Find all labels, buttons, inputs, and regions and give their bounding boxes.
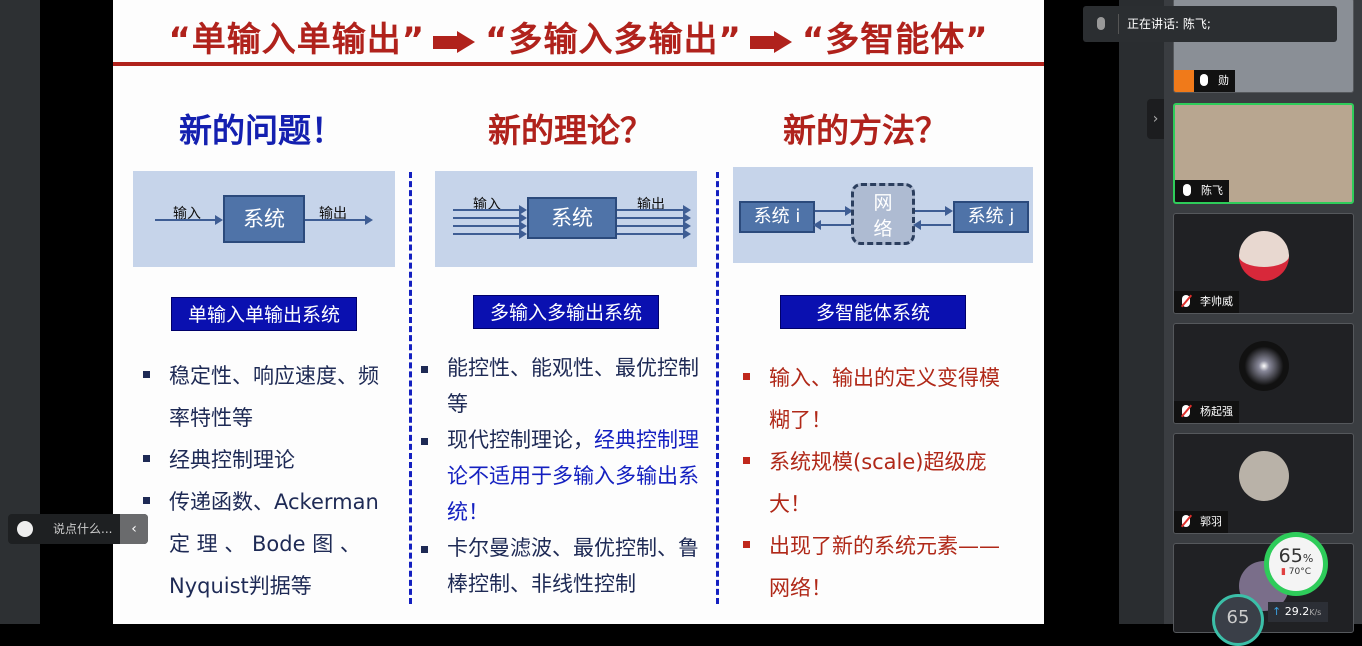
output-label: 输出 xyxy=(319,206,347,222)
system-label: 多智能体系统 xyxy=(780,295,966,329)
chat-input[interactable]: 说点什么... ‹ xyxy=(8,514,148,544)
name-text: 勋 xyxy=(1218,74,1229,87)
participant-tile[interactable]: 杨起强 xyxy=(1173,323,1354,424)
mic-icon xyxy=(1200,74,1208,86)
multi-agent-diagram: 系统 i 网 络 系统 j xyxy=(733,167,1033,263)
arrow-right-icon xyxy=(749,30,794,53)
bullet-item: 现代控制理论，经典控制理论不适用于多输入多输出系统！ xyxy=(419,422,709,530)
participant-name: 杨起强 xyxy=(1174,401,1239,423)
collapse-sidebar-button[interactable]: › xyxy=(1147,99,1164,139)
participant-name: 勋 xyxy=(1174,70,1235,92)
column-divider xyxy=(716,172,719,604)
avatar xyxy=(1239,231,1289,281)
arrow-in xyxy=(155,215,223,225)
cpu-mini-gauge[interactable]: 65 xyxy=(1212,594,1264,646)
title-part-2: “多输入多输出” xyxy=(485,20,742,60)
mic-muted-icon xyxy=(1182,515,1190,527)
heading-method: 新的方法？ xyxy=(783,111,948,150)
bullet-item: 能控性、能观性、最优控制等 xyxy=(419,350,709,422)
speed-value: 29.2 xyxy=(1284,605,1310,618)
emoji-icon[interactable] xyxy=(17,521,33,537)
cpu-unit: % xyxy=(1302,552,1314,565)
mic-muted-icon xyxy=(1182,295,1190,307)
participant-tile[interactable]: 李帅威 xyxy=(1173,213,1354,314)
siso-diagram: 输入 系统 输出 xyxy=(133,171,395,267)
participant-name: 李帅威 xyxy=(1174,291,1239,313)
input-label: 输入 xyxy=(173,206,201,222)
chat-placeholder: 说点什么... xyxy=(53,522,113,536)
name-text: 郭羽 xyxy=(1200,515,1222,528)
name-text: 李帅威 xyxy=(1200,295,1233,308)
bullet-list: 稳定性、响应速度、频率特性等 经典控制理论 传递函数、Ackerman 定 理 … xyxy=(141,355,391,607)
participant-sidebar: 勋 陈飞 李帅威 杨起强 郭羽 xyxy=(1164,0,1362,633)
separator xyxy=(1118,14,1119,34)
upload-icon: ↑ xyxy=(1272,605,1282,618)
mic-muted-icon xyxy=(1182,405,1190,417)
slide-title: “单输入单输出” “多输入多输出” “多智能体” xyxy=(113,12,1044,61)
system-i-box: 系统 i xyxy=(739,201,815,233)
column-divider xyxy=(409,172,412,604)
output-label: 输出 xyxy=(637,197,665,213)
title-part-3: “多智能体” xyxy=(801,20,989,60)
cpu-gauge[interactable]: 65% ▮ 70°C xyxy=(1264,532,1328,596)
system-box: 系统 xyxy=(223,195,305,243)
arrow-out xyxy=(305,215,373,225)
title-divider xyxy=(113,62,1044,66)
bullet-item: 系统规模(scale)超级庞大！ xyxy=(741,441,1011,525)
network-label: 网 xyxy=(873,192,893,214)
network-speed: ↑ 29.2K/s xyxy=(1268,602,1328,622)
bullet-item: 卡尔曼滤波、最优控制、鲁棒控制、非线性控制 xyxy=(419,530,709,602)
temperature: 70°C xyxy=(1288,567,1312,577)
speaking-text: 正在讲话: 陈飞; xyxy=(1127,17,1211,31)
system-label: 多输入多输出系统 xyxy=(473,295,659,329)
bullet-list: 输入、输出的定义变得模糊了！ 系统规模(scale)超级庞大！ 出现了新的系统元… xyxy=(741,357,1011,609)
bullet-item: 稳定性、响应速度、频率特性等 xyxy=(141,355,391,439)
participant-name: 陈飞 xyxy=(1175,180,1229,202)
speaking-indicator: 正在讲话: 陈飞; xyxy=(1083,6,1337,42)
system-j-box: 系统 j xyxy=(953,201,1029,233)
cpu-value: 65 xyxy=(1226,607,1250,628)
video-tile-active[interactable]: 陈飞 xyxy=(1173,103,1354,204)
participant-name: 郭羽 xyxy=(1174,511,1228,533)
bullet-text: 现代控制理论， xyxy=(447,428,594,452)
arrow-right-icon xyxy=(433,30,477,53)
highlight-text: 经典控制理论不适用于多输入多输出系统！ xyxy=(447,428,699,524)
avatar xyxy=(1239,451,1289,501)
heading-problem: 新的问题！ xyxy=(179,111,344,150)
network-box: 网 络 xyxy=(851,183,915,245)
bullet-item: 输入、输出的定义变得模糊了！ xyxy=(741,357,1011,441)
participant-tile[interactable]: 郭羽 xyxy=(1173,433,1354,534)
shared-slide: “单输入单输出” “多输入多输出” “多智能体” 新的问题！ 输入 系统 输出 单输… xyxy=(113,0,1044,624)
name-text: 陈飞 xyxy=(1201,184,1223,197)
thermometer-icon: ▮ xyxy=(1280,567,1286,577)
mimo-diagram: 输入 系统 输出 xyxy=(435,171,697,267)
input-label: 输入 xyxy=(473,197,501,213)
network-label: 络 xyxy=(873,218,893,240)
speed-unit: K/s xyxy=(1309,608,1322,617)
system-label: 单输入单输出系统 xyxy=(171,297,357,331)
bullet-item: 经典控制理论 xyxy=(141,439,391,481)
cpu-value: 65 xyxy=(1278,545,1303,567)
sidebar-gutter: › xyxy=(1119,0,1164,624)
name-text: 杨起强 xyxy=(1200,405,1233,418)
bullet-item: 传递函数、Ackerman 定 理 、 Bode 图 、Nyquist判据等 xyxy=(141,481,391,607)
heading-theory: 新的理论？ xyxy=(488,111,653,150)
title-part-1: “单输入单输出” xyxy=(168,20,426,60)
host-icon xyxy=(1174,70,1194,92)
bullet-list: 能控性、能观性、最优控制等 现代控制理论，经典控制理论不适用于多输入多输出系统！… xyxy=(419,350,709,602)
system-box: 系统 xyxy=(527,197,617,239)
mic-icon xyxy=(1097,17,1105,30)
avatar xyxy=(1239,341,1289,391)
collapse-chat-button[interactable]: ‹ xyxy=(120,514,148,544)
mic-icon xyxy=(1183,184,1191,196)
bullet-item: 出现了新的系统元素——网络！ xyxy=(741,525,1011,609)
